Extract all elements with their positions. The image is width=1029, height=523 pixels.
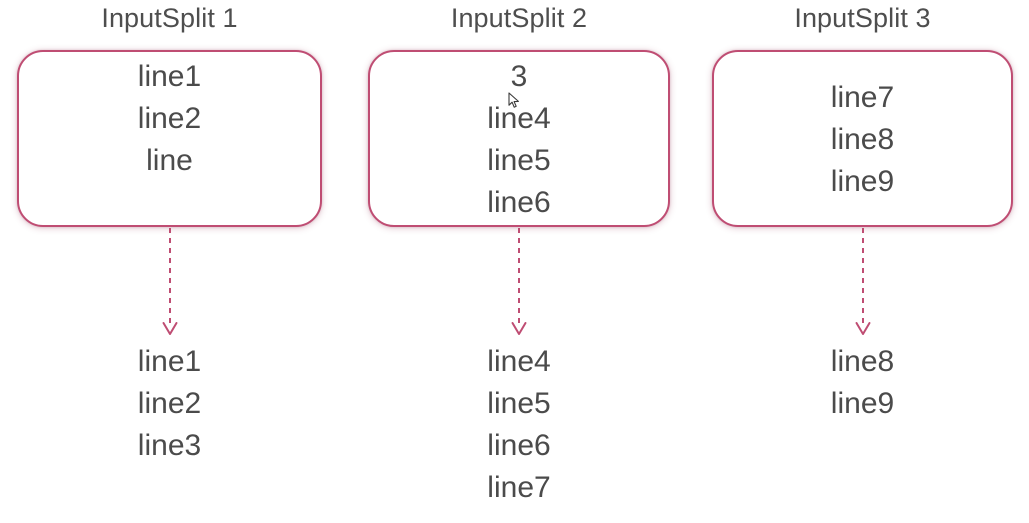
split-box-3: line7 line8 line9: [712, 50, 1013, 227]
split-column-1: InputSplit 1 line1 line2 line line1 line…: [17, 0, 322, 523]
split-output-3: line8 line9: [831, 341, 894, 425]
split-output-1: line1 line2 line3: [138, 341, 201, 467]
split-output-1-line-1: line1: [137, 345, 202, 378]
split-output-2-line-1: line4: [487, 345, 551, 378]
split-output-2-line-2: line5: [487, 387, 551, 420]
split-box-2-line-3: line5: [487, 144, 551, 177]
split-box-1-line-3: line: [146, 144, 193, 177]
split-title-1: InputSplit 1: [101, 3, 238, 33]
split-output-3-line-2: line9: [830, 387, 895, 420]
split-output-2-line-4: line7: [487, 471, 551, 504]
split-box-2: 3 line4 line5 line6: [368, 50, 670, 227]
split-output-2: line4 line5 line6 line7: [487, 341, 550, 509]
split-box-2-line-1: 3: [510, 60, 528, 93]
split-output-1-line-2: line2: [137, 387, 202, 420]
split-box-1-content: line1 line2 line: [19, 52, 320, 225]
split-box-1-line-2: line2: [137, 102, 202, 135]
dashed-down-arrow-icon-3: [855, 228, 870, 335]
split-box-2-line-4: line6: [487, 186, 551, 219]
split-box-3-line-2: line8: [830, 123, 895, 156]
dashed-down-arrow-icon-1: [162, 228, 177, 335]
split-output-1-line-3: line3: [137, 429, 202, 462]
split-column-3: InputSplit 3 line7 line8 line9 line8 lin…: [712, 0, 1013, 523]
split-box-2-content: 3 line4 line5 line6: [370, 52, 668, 225]
split-box-1-line-1: line1: [137, 60, 202, 93]
dashed-down-arrow-icon-2: [511, 228, 527, 335]
split-title-2: InputSplit 2: [450, 3, 588, 33]
split-box-3-content: line7 line8 line9: [714, 52, 1011, 225]
split-box-2-line-2: line4: [487, 102, 551, 135]
split-box-3-line-1: line7: [830, 81, 895, 114]
split-column-2: InputSplit 2 3 line4 line5 line6 line4 l…: [368, 0, 670, 523]
split-output-3-line-1: line8: [830, 345, 895, 378]
split-title-3: InputSplit 3: [794, 3, 931, 33]
split-box-3-line-3: line9: [830, 165, 895, 198]
split-box-1: line1 line2 line: [17, 50, 322, 227]
split-output-2-line-3: line6: [487, 429, 551, 462]
